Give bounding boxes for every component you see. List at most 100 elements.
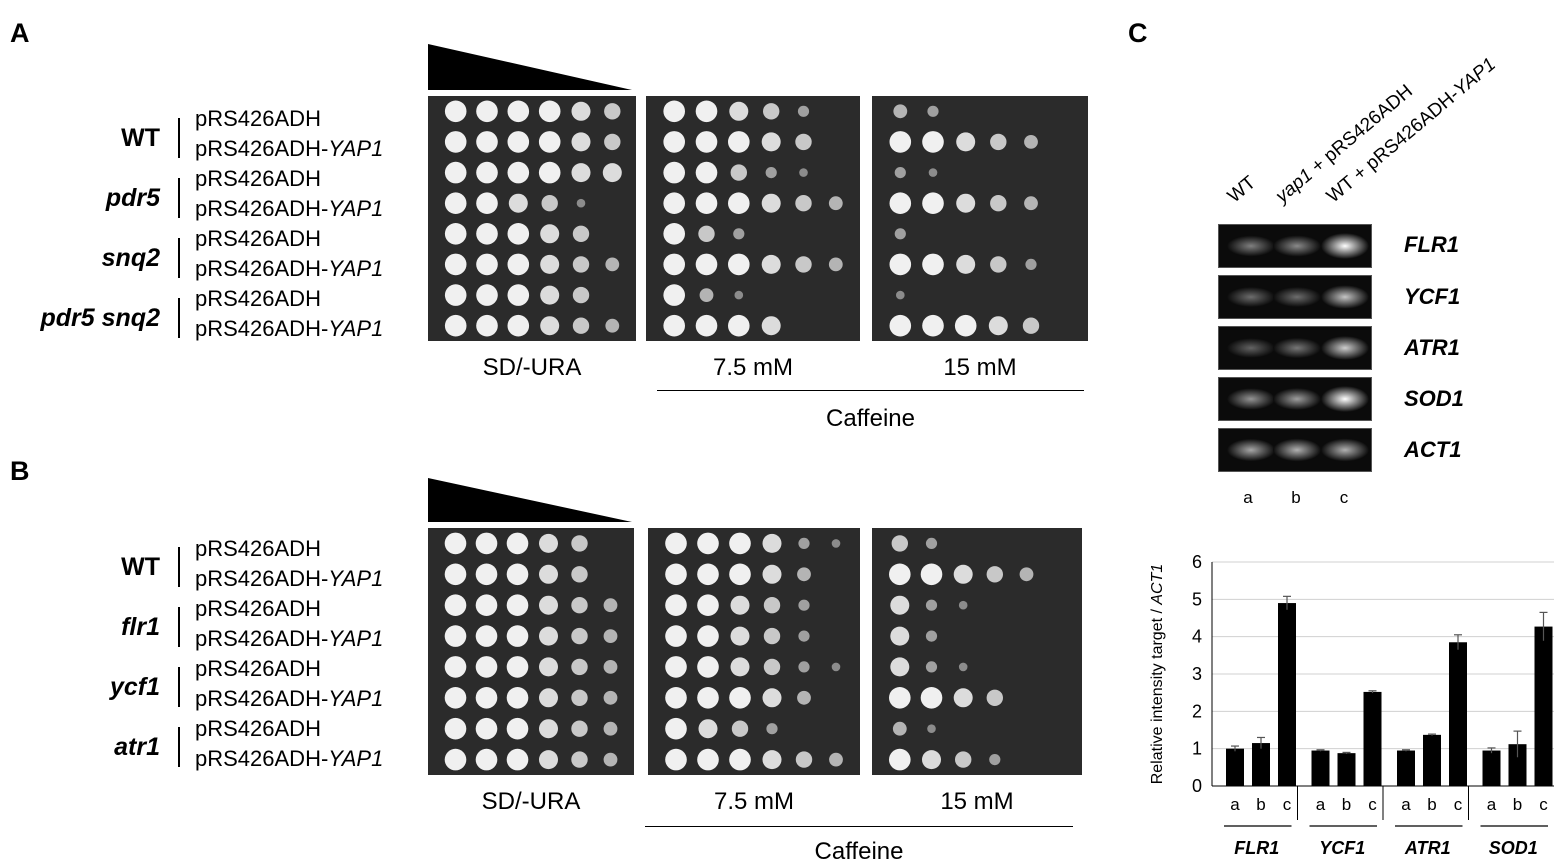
colony-spot bbox=[761, 316, 781, 336]
bar bbox=[1508, 744, 1527, 786]
condition-b-7-5mm: 7.5 mM bbox=[713, 788, 794, 815]
colony-spot bbox=[506, 625, 529, 647]
colony-spot bbox=[663, 223, 685, 245]
colony-spot bbox=[734, 290, 744, 300]
x-subcategory-label: c bbox=[1283, 795, 1292, 814]
plate-b-7-5mm bbox=[648, 528, 860, 775]
colony-spot bbox=[663, 253, 685, 276]
colony-spot bbox=[603, 598, 618, 613]
dilution-wedge-a bbox=[428, 44, 632, 90]
colony-spot bbox=[540, 316, 560, 336]
colony-spot bbox=[506, 687, 529, 709]
bracket-a-4 bbox=[178, 298, 180, 338]
colony-spot bbox=[990, 256, 1007, 273]
colony-spot bbox=[956, 132, 976, 152]
colony-spot bbox=[828, 257, 843, 272]
colony-spot bbox=[475, 748, 498, 771]
colony-spot bbox=[798, 599, 810, 611]
colony-spot bbox=[831, 539, 841, 548]
colony-spot bbox=[444, 192, 467, 214]
colony-spot bbox=[444, 100, 467, 123]
colony-spot bbox=[695, 131, 718, 153]
colony-spot bbox=[663, 131, 685, 153]
colony-spot bbox=[795, 256, 812, 273]
x-subcategory-label: c bbox=[1454, 795, 1463, 814]
lane-letter-b: b bbox=[1291, 488, 1301, 507]
colony-spot bbox=[539, 688, 558, 708]
colony-spot bbox=[956, 254, 976, 274]
colony-spot bbox=[896, 290, 905, 300]
colony-spot bbox=[728, 314, 750, 337]
colony-spot bbox=[925, 661, 938, 673]
colony-spot bbox=[986, 689, 1003, 706]
strain-label-a-3: snq2 bbox=[101, 244, 160, 272]
colony-spot bbox=[665, 594, 687, 616]
colony-spot bbox=[986, 566, 1003, 583]
colony-spot bbox=[539, 533, 558, 553]
colony-spot bbox=[604, 103, 621, 120]
gene-label-atr1: ATR1 bbox=[1404, 335, 1460, 360]
gel-band bbox=[1321, 336, 1369, 360]
colony-spot bbox=[605, 257, 620, 272]
colony-spot bbox=[539, 719, 558, 739]
colony-spot bbox=[475, 532, 498, 555]
x-subcategory-label: b bbox=[1342, 795, 1351, 814]
plasmid-a-7: pRS426ADH bbox=[195, 286, 321, 311]
colony-spot bbox=[539, 626, 558, 646]
colony-spot bbox=[571, 566, 588, 583]
colony-spot bbox=[476, 161, 498, 184]
colony-spot bbox=[890, 657, 910, 677]
plate-a-15mm bbox=[872, 96, 1088, 341]
colony-spot bbox=[889, 131, 912, 153]
colony-spot bbox=[893, 104, 908, 119]
colony-spot bbox=[444, 625, 467, 647]
colony-spot bbox=[697, 563, 719, 586]
colony-spot bbox=[797, 105, 810, 117]
lane-letter-c: c bbox=[1339, 488, 1349, 507]
colony-spot bbox=[539, 750, 558, 770]
plasmid-a-3: pRS426ADH bbox=[195, 166, 321, 191]
colony-spot bbox=[763, 597, 781, 614]
plasmid-a-1: pRS426ADH bbox=[195, 106, 321, 131]
colony-spot bbox=[697, 625, 719, 647]
panel-c-letter: C bbox=[1128, 18, 1148, 48]
colony-spot bbox=[922, 253, 944, 276]
dilution-wedge-b bbox=[428, 478, 632, 522]
x-group-label: ATR1 bbox=[1404, 838, 1451, 858]
colony-spot bbox=[506, 656, 529, 678]
colony-spot bbox=[603, 721, 618, 736]
colony-spot bbox=[958, 600, 968, 610]
colony-spot bbox=[665, 625, 687, 647]
colony-spot bbox=[795, 195, 812, 212]
colony-spot bbox=[1022, 317, 1040, 334]
bar bbox=[1449, 642, 1467, 786]
colony-spot bbox=[538, 161, 561, 184]
plasmid-a-6: pRS426ADH-YAP1 bbox=[195, 256, 384, 281]
colony-spot bbox=[729, 101, 749, 121]
colony-spot bbox=[476, 131, 498, 153]
x-subcategory-label: b bbox=[1427, 795, 1436, 814]
colony-spot bbox=[891, 535, 908, 552]
colony-spot bbox=[539, 564, 558, 584]
plasmid-b-3: pRS426ADH bbox=[195, 596, 321, 621]
colony-spot bbox=[506, 594, 529, 616]
bar bbox=[1397, 750, 1415, 786]
condition-a-7-5mm: 7.5 mM bbox=[712, 354, 793, 381]
plasmid-a-4: pRS426ADH-YAP1 bbox=[195, 196, 384, 221]
colony-spot bbox=[990, 133, 1007, 151]
colony-spot bbox=[1025, 258, 1037, 270]
colony-spot bbox=[476, 253, 498, 276]
colony-spot bbox=[476, 223, 498, 245]
colony-spot bbox=[571, 535, 588, 552]
caffeine-line-a bbox=[657, 390, 1084, 391]
colony-spot bbox=[475, 563, 498, 586]
gel-band bbox=[1273, 235, 1321, 257]
plasmid-b-4: pRS426ADH-YAP1 bbox=[195, 626, 384, 651]
colony-spot bbox=[695, 253, 718, 276]
y-tick-label: 4 bbox=[1192, 627, 1202, 647]
colony-spot bbox=[698, 225, 715, 242]
colony-spot bbox=[730, 657, 750, 677]
colony-spot bbox=[506, 563, 529, 586]
colony-spot bbox=[663, 161, 685, 184]
y-tick-label: 2 bbox=[1192, 701, 1202, 721]
